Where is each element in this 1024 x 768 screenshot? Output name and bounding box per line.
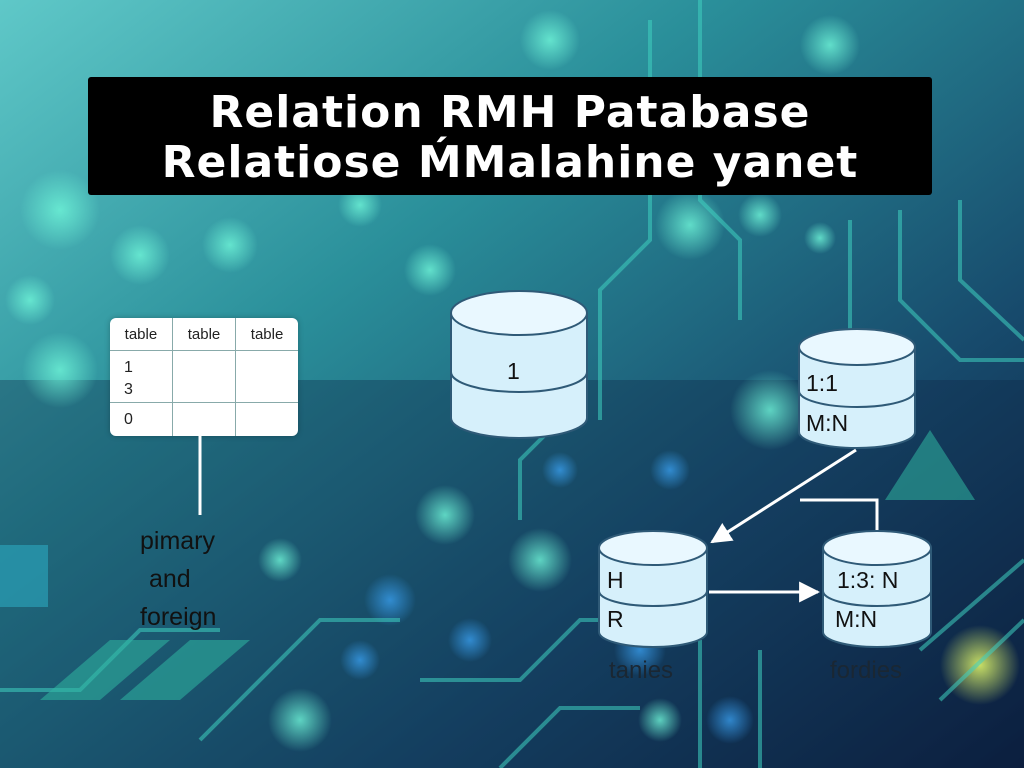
key-type-label: pimary and foreign: [140, 522, 216, 636]
cylinder-bottom-right-bottom-label: M:N: [835, 606, 878, 632]
table-header-cell: table: [235, 318, 298, 351]
table-row: 1 3: [110, 350, 298, 403]
connector-right-to-bottom-right: [800, 498, 879, 530]
table-cell: 1 3: [110, 350, 173, 403]
arrow-right-to-bottom-left: [710, 448, 857, 544]
database-cylinder-center: [450, 290, 588, 439]
table-cell: [172, 402, 237, 436]
table-row: 0: [110, 402, 298, 436]
title-line-2: Relatiose ḾMalahine yanet: [161, 137, 859, 188]
cylinder-bottom-left-top-label: H: [607, 567, 624, 593]
cylinder-right-bottom-label: M:N: [806, 410, 849, 436]
cylinder-bottom-left-bottom-label: R: [607, 606, 624, 632]
table-illustration: table table table 1 3 0: [110, 318, 298, 436]
title-banner: Relation RMH Patabase Relatiose ḾMalahin…: [88, 77, 932, 195]
database-cylinder-bottom-right: [822, 530, 932, 648]
table-cell: [235, 350, 298, 403]
cylinder-right-top-label: 1:1: [806, 370, 838, 396]
table-header-cell: table: [172, 318, 237, 351]
table-header-row: table table table: [110, 318, 298, 351]
cylinder-center-label: 1: [507, 358, 520, 384]
table-cell: [172, 350, 237, 403]
key-label-line-3: foreign: [140, 603, 217, 631]
table-header-cell: table: [110, 318, 173, 351]
table-cell: 0: [110, 402, 173, 436]
relation-table: table table table 1 3 0: [110, 318, 298, 436]
key-label-line-1: pimary: [140, 527, 216, 555]
caption-left: tanies: [609, 657, 674, 684]
caption-right: fordies: [830, 657, 903, 684]
database-cylinder-bottom-left: [598, 530, 708, 648]
title-line-1: Relation RMH Patabase: [209, 87, 811, 138]
cylinder-bottom-right-top-label: 1:3: N: [837, 567, 899, 593]
key-label-line-2: and: [149, 565, 191, 593]
database-cylinder-right: [798, 328, 916, 449]
